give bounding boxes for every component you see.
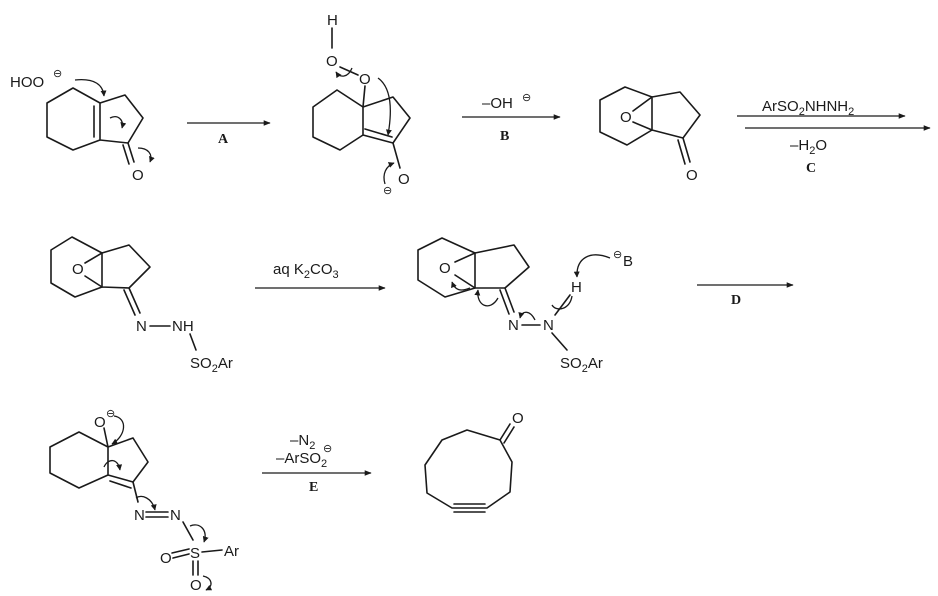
step-label: E bbox=[309, 480, 318, 495]
reagent-potassium-carbonate: aq K2CO3 bbox=[273, 261, 339, 281]
atom-oxygen: O bbox=[686, 167, 698, 184]
reagent-hydroxide: –OH bbox=[482, 95, 513, 112]
charge-minus: ⊖ bbox=[613, 249, 622, 261]
curved-arrow bbox=[74, 79, 107, 97]
atom-nitrogen: N bbox=[136, 318, 147, 335]
step-arrow-E: –N2 –ArSO2 ⊖ E bbox=[262, 432, 372, 495]
atom-sulfur: S bbox=[190, 545, 200, 562]
hydroperoxide-label: HOO bbox=[10, 74, 44, 91]
step-arrow-aq-K2CO3: aq K2CO3 bbox=[255, 261, 386, 291]
sulfonyl-aryl: SO2Ar bbox=[560, 355, 603, 375]
atom-hydrogen: H bbox=[571, 279, 582, 296]
atom-oxygen: O bbox=[94, 414, 106, 431]
atom-nitrogen: N bbox=[508, 317, 519, 334]
curved-arrow bbox=[518, 311, 536, 321]
curved-arrow bbox=[474, 289, 499, 307]
atom-oxygen: O bbox=[160, 550, 172, 567]
atom-nh: NH bbox=[172, 318, 194, 335]
charge-minus: ⊖ bbox=[323, 443, 332, 455]
reagent-sulfonylhydrazide: ArSO2NHNH2 bbox=[762, 98, 854, 118]
step-arrow-B: –OH ⊖ B bbox=[462, 92, 561, 144]
atom-oxygen: O bbox=[359, 71, 371, 88]
step-arrow-C: ArSO2NHNH2 –H2O C bbox=[737, 98, 931, 176]
structure-enone: O HOO ⊖ bbox=[10, 68, 155, 184]
curved-arrow bbox=[551, 295, 573, 310]
byproduct-sulfinate: –ArSO2 bbox=[276, 450, 327, 470]
structure-cyclononynone: O bbox=[424, 410, 524, 513]
epoxide-oxygen: O bbox=[72, 261, 84, 278]
curved-arrow bbox=[137, 147, 155, 163]
epoxide-oxygen: O bbox=[439, 260, 451, 277]
atom-oxygen: O bbox=[132, 167, 144, 184]
byproduct-nitrogen: –N2 bbox=[290, 432, 315, 452]
sulfonyl-aryl: SO2Ar bbox=[190, 355, 233, 375]
atom-hydrogen: H bbox=[327, 12, 338, 29]
curved-arrow bbox=[451, 281, 471, 291]
atom-oxygen: O bbox=[398, 171, 410, 188]
charge-minus: ⊖ bbox=[106, 408, 115, 420]
atom-oxygen: O bbox=[190, 577, 202, 594]
charge-minus: ⊖ bbox=[383, 185, 392, 197]
curved-arrow bbox=[189, 524, 209, 543]
step-label: B bbox=[500, 129, 509, 144]
curved-arrow bbox=[573, 254, 611, 278]
atom-nitrogen: N bbox=[543, 317, 554, 334]
curved-arrow bbox=[109, 116, 127, 129]
structure-epoxy-ketone: O O bbox=[599, 86, 701, 184]
structure-hydrazone: O N NH SO2Ar bbox=[50, 236, 233, 375]
byproduct-water: –H2O bbox=[790, 137, 827, 157]
step-arrow-D: D bbox=[697, 282, 794, 308]
atom-nitrogen: N bbox=[170, 507, 181, 524]
curved-arrow bbox=[103, 459, 123, 471]
epoxide-oxygen: O bbox=[620, 109, 632, 126]
structure-peroxide-enolate: H O O O ⊖ bbox=[312, 12, 411, 197]
atom-oxygen: O bbox=[326, 53, 338, 70]
curved-arrow bbox=[135, 495, 157, 511]
atom-oxygen: O bbox=[512, 410, 524, 427]
curved-arrow bbox=[377, 77, 392, 136]
curved-arrow bbox=[383, 162, 395, 185]
charge-minus: ⊖ bbox=[522, 92, 531, 104]
step-label: D bbox=[731, 293, 741, 308]
structure-alkoxide-diazene: O ⊖ N N S Ar O O bbox=[49, 408, 239, 594]
structure-hydrazone-deprotonation: O N N H ⊖ B SO2Ar bbox=[417, 237, 633, 375]
step-label: C bbox=[806, 161, 816, 176]
atom-nitrogen: N bbox=[134, 507, 145, 524]
base-label: B bbox=[623, 253, 633, 270]
curved-arrow bbox=[202, 575, 213, 591]
charge-minus: ⊖ bbox=[53, 68, 62, 80]
curved-arrow bbox=[111, 415, 125, 445]
step-label: A bbox=[218, 132, 229, 147]
step-arrow-A: A bbox=[187, 120, 271, 147]
curved-arrow bbox=[335, 67, 353, 79]
aryl-group: Ar bbox=[224, 543, 239, 560]
